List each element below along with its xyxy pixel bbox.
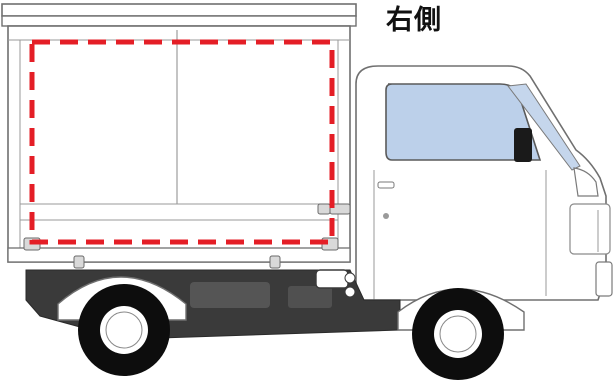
rear-wheel	[78, 284, 170, 376]
door-handle	[377, 181, 395, 189]
windshield	[507, 83, 581, 171]
side-mirror	[514, 128, 532, 162]
front-wheel	[412, 288, 504, 380]
truck-cab	[355, 65, 613, 301]
cargo-box	[7, 25, 351, 263]
cargo-area-highlight	[29, 39, 335, 245]
side-label: 右側	[386, 5, 442, 36]
cargo-box-roof	[1, 3, 357, 27]
